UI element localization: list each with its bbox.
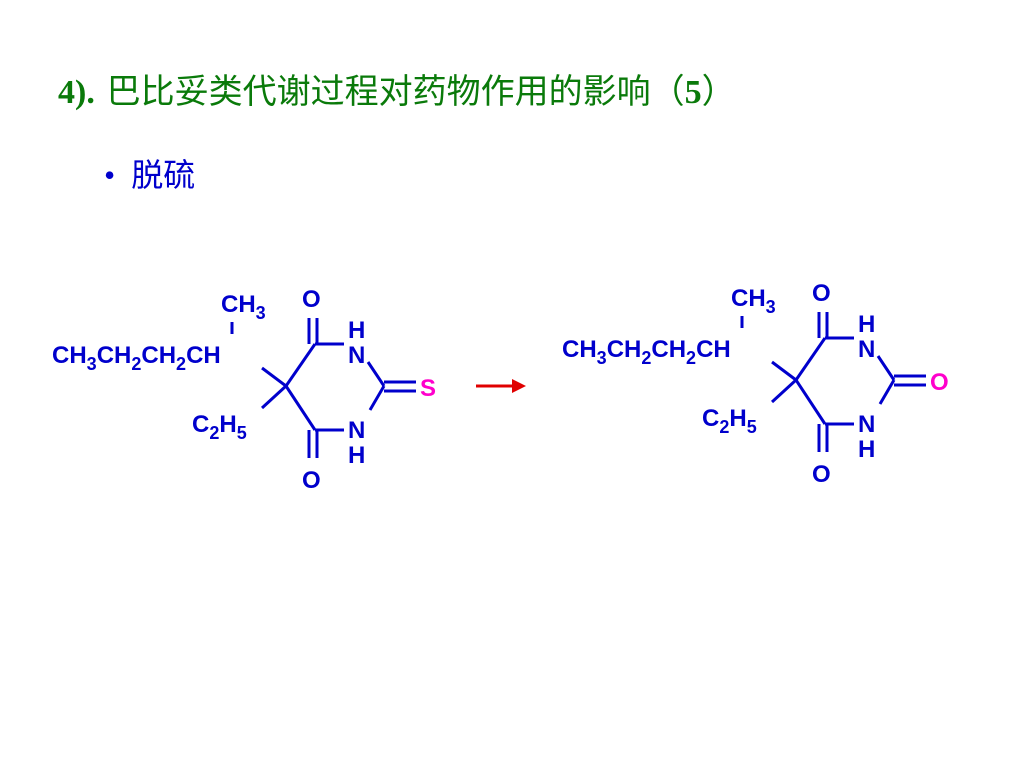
product-ch3-label: CH3 [731,285,776,317]
bullet-icon: • [104,157,116,193]
reactant-ch3-label: CH3 [221,291,266,323]
reactant-sulfur: S [420,375,436,402]
product-nh-bottom-h: H [858,436,875,463]
product-nh-top-h: H [858,311,875,338]
title-number: 5 [684,74,702,111]
bullet-item: • 脱硫 [104,150,195,196]
product-o-top: O [812,280,831,307]
title-close: ） [701,72,736,112]
product-ethyl-label: C2H5 [702,405,757,437]
title-prefix: 4). [58,74,95,111]
reactant-chain-label: CH3CH2CH2CH [52,342,221,374]
product-nh-top-n: N [858,336,875,363]
reactant-o-top: O [302,286,321,313]
product-oxygen: O [930,369,949,396]
reactant-nh-top-h: H [348,317,365,344]
product-chain-label: CH3CH2CH2CH [562,336,731,368]
reactant-nh-top-n: N [348,342,365,369]
reactant-bonds [230,318,416,458]
reaction-arrow-icon [476,379,526,393]
reactant-nh-bottom-n: N [348,417,365,444]
product-nh-bottom-n: N [858,411,875,438]
title-text: 巴比妥类代谢过程对药物作用的影响（ [106,72,685,112]
reactant-ethyl-label: C2H5 [192,411,247,443]
slide-title: 4). 巴比妥类代谢过程对药物作用的影响（5） [58,64,736,113]
product-bonds [740,312,926,452]
reactant-nh-bottom-h: H [348,442,365,469]
reactant-molecule: CH3 CH3CH2CH2CH C2H5 O O H N N H S [52,286,436,494]
bullet-text: 脱硫 [131,156,196,194]
product-o-bottom: O [812,461,831,488]
product-molecule: CH3 CH3CH2CH2CH C2H5 O O H N N H O [562,280,949,488]
reactant-o-bottom: O [302,467,321,494]
